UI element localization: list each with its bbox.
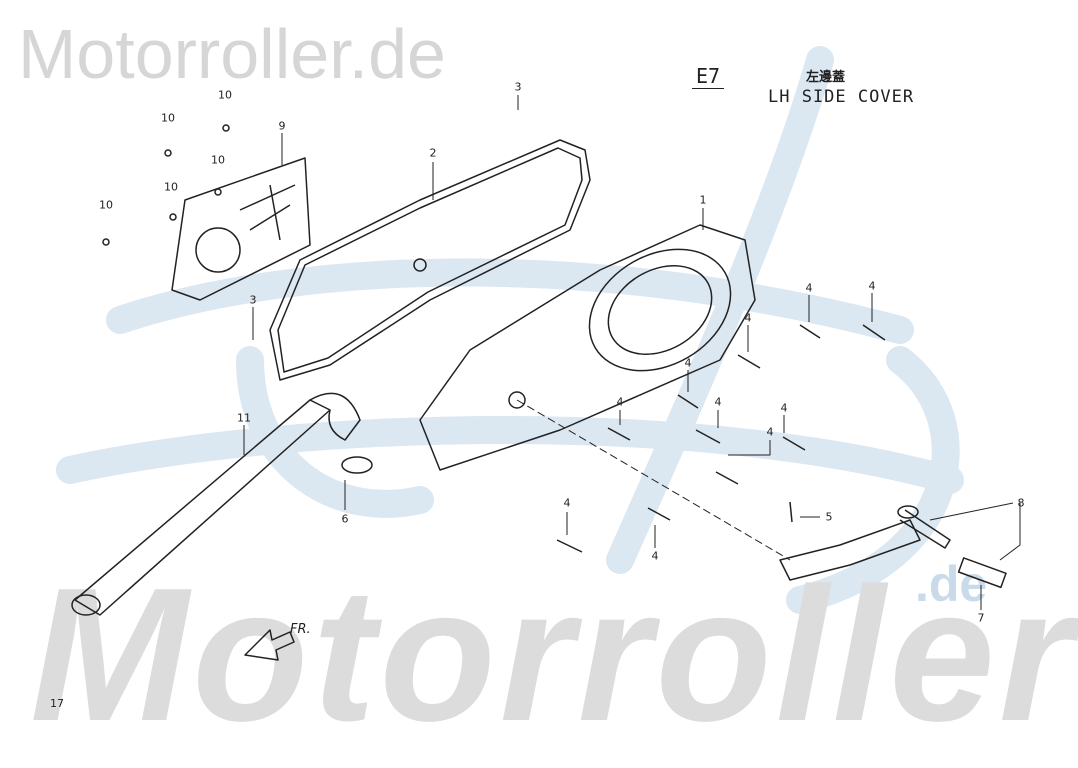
callout-number: 10 <box>218 88 232 102</box>
section-code: E7 <box>692 64 725 89</box>
gasket-part-2 <box>269 139 591 381</box>
callout-number: 4 <box>684 356 692 370</box>
callout-number: 4 <box>651 549 659 563</box>
callout-number: 4 <box>780 401 788 415</box>
callout-number: 7 <box>977 611 985 625</box>
callout-number: 10 <box>99 198 113 212</box>
callout-number: 4 <box>805 281 813 295</box>
watermark-suffix: .de <box>915 556 988 612</box>
callout-number: 4 <box>744 311 752 325</box>
bolts-part-4 <box>556 324 886 553</box>
duct-part-11 <box>74 399 331 616</box>
callout-number: 4 <box>616 395 624 409</box>
plate-part-9 <box>171 157 311 301</box>
callout-number: 4 <box>563 496 571 510</box>
callout-number: 3 <box>249 293 257 307</box>
callout-number: 11 <box>237 411 251 425</box>
callout-number: 3 <box>514 80 522 94</box>
section-title: LH SIDE COVER <box>768 87 915 107</box>
clamp-part-6 <box>341 456 373 474</box>
callout-number: 4 <box>714 395 722 409</box>
screws-part-10 <box>102 124 230 246</box>
callout-number: 2 <box>429 146 437 160</box>
callout-number: 6 <box>341 512 349 526</box>
callout-number: 9 <box>278 119 286 133</box>
front-direction-arrow <box>244 629 295 661</box>
callout-number: 10 <box>161 111 175 125</box>
section-title-cn: 左邊蓋 <box>806 70 846 85</box>
page-number: 17 <box>50 697 64 710</box>
callout-number: 8 <box>1017 496 1025 510</box>
kick-lever <box>779 519 921 581</box>
callout-number: 1 <box>699 193 707 207</box>
callout-number: 4 <box>766 425 774 439</box>
direction-label: FR. <box>290 622 311 637</box>
callout-number: 10 <box>211 153 225 167</box>
side-cover-part-1 <box>419 224 756 471</box>
callout-number: 4 <box>868 279 876 293</box>
callout-number: 10 <box>164 180 178 194</box>
watermark-top: Motorroller.de <box>18 15 446 93</box>
watermark-bottom: Motorroller <box>30 549 1077 761</box>
callout-number: 5 <box>825 510 833 524</box>
